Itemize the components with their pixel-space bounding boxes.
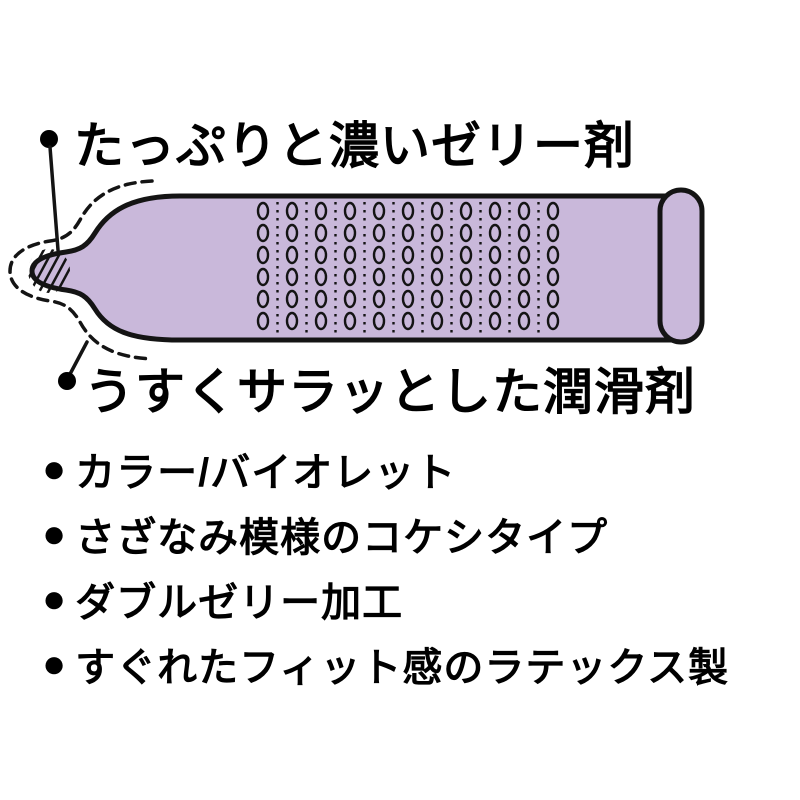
feature-label: カラー/バイオレット [75, 450, 457, 495]
label-thin-lubricant: うすくサラッとした潤滑剤 [84, 364, 696, 420]
bullet-icon: ● [42, 511, 68, 556]
feature-label: すぐれたフィット感のラテックス製 [75, 645, 730, 690]
feature-double-jelly: ● ダブルゼリー加工 [42, 566, 729, 631]
jelly-dashed-outline [8, 179, 154, 361]
feature-latex-fit: ● すぐれたフィット感のラテックス製 [42, 631, 729, 696]
pointer-dot-bottom [58, 372, 76, 390]
ripple-texture-pattern [256, 201, 560, 334]
feature-ripple-type: ● さざなみ模様のコケシタイプ [42, 501, 729, 566]
feature-label: さざなみ模様のコケシタイプ [75, 515, 609, 560]
pointer-line-top [48, 145, 60, 252]
pointer-dot-top [40, 130, 58, 148]
label-thick-jelly: たっぷりと濃いゼリー剤 [74, 118, 635, 174]
feature-color: ● カラー/バイオレット [42, 436, 729, 501]
feature-list: ● カラー/バイオレット ● さざなみ模様のコケシタイプ ● ダブルゼリー加工 … [42, 436, 729, 696]
bullet-icon: ● [42, 576, 68, 621]
rim-ring [657, 187, 705, 345]
bullet-icon: ● [42, 641, 68, 686]
pointer-line-bottom [67, 340, 89, 378]
feature-label: ダブルゼリー加工 [75, 580, 404, 625]
bullet-icon: ● [42, 446, 68, 491]
